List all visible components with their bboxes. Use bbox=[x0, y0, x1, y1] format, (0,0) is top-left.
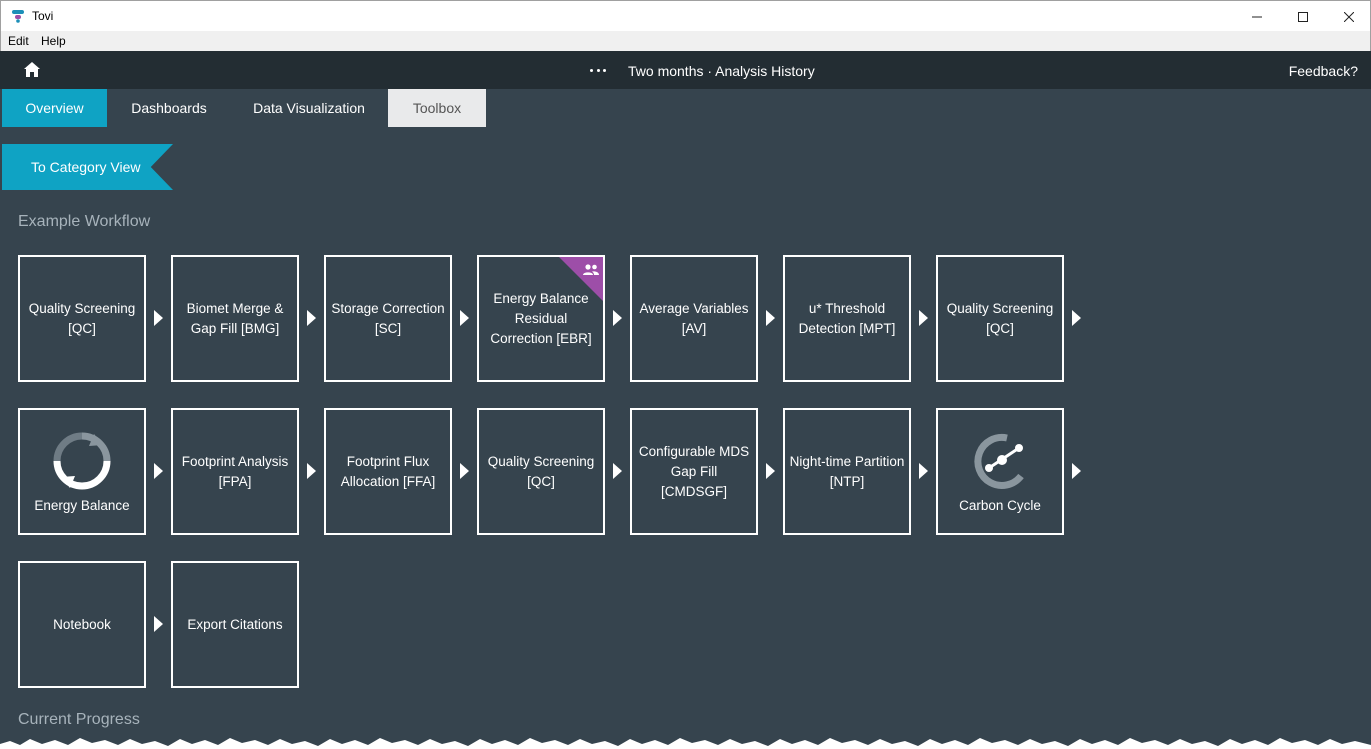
flow-arrow-icon bbox=[766, 310, 775, 326]
tile-label: Notebook bbox=[53, 616, 111, 632]
flow-arrow-icon bbox=[460, 463, 469, 479]
torn-edge bbox=[0, 738, 1371, 749]
workflow-tile-ustar-threshold[interactable]: u* Threshold Detection [MPT] bbox=[783, 255, 911, 382]
close-button[interactable] bbox=[1326, 1, 1371, 32]
workflow-tile-carbon-cycle[interactable]: Carbon Cycle bbox=[936, 408, 1064, 535]
tile-label: Quality Screening [QC] bbox=[28, 300, 136, 336]
feedback-link[interactable]: Feedback? bbox=[1288, 63, 1358, 79]
tile-label: Biomet Merge & Gap Fill [BMG] bbox=[186, 300, 284, 336]
workflow-tile-footprint-analysis[interactable]: Footprint Analysis [FPA] bbox=[171, 408, 299, 535]
workflow-tile-notebook[interactable]: Notebook bbox=[18, 561, 146, 688]
maximize-icon bbox=[1298, 11, 1308, 22]
tile-label: u* Threshold Detection [MPT] bbox=[798, 300, 896, 336]
workflow-tile-mds-gap-fill[interactable]: Configurable MDS Gap Fill [CMDSGF] bbox=[630, 408, 758, 535]
more-options-icon[interactable] bbox=[590, 61, 606, 79]
tile-label: Quality Screening [QC] bbox=[946, 300, 1054, 336]
workflow-tile-biomet-merge[interactable]: Biomet Merge & Gap Fill [BMG] bbox=[171, 255, 299, 382]
workflow-tile-quality-screening[interactable]: Quality Screening [QC] bbox=[936, 255, 1064, 382]
tile-label: Carbon Cycle bbox=[959, 498, 1041, 513]
energy-balance-icon bbox=[53, 432, 111, 490]
main-tabs: Overview Dashboards Data Visualization T… bbox=[0, 89, 1371, 127]
tile-label: Night-time Partition [NTP] bbox=[789, 453, 905, 489]
menu-item-edit[interactable]: Edit bbox=[8, 34, 29, 48]
workflow-tile-quality-screening[interactable]: Quality Screening [QC] bbox=[477, 408, 605, 535]
workflow-tile-quality-screening[interactable]: Quality Screening [QC] bbox=[18, 255, 146, 382]
menu-bar: Edit Help bbox=[0, 31, 1371, 51]
flow-arrow-icon bbox=[1072, 310, 1081, 326]
app-header: Two months · Analysis History Feedback? bbox=[0, 51, 1371, 89]
window-title: Tovi bbox=[32, 9, 54, 23]
tab-toolbox[interactable]: Toolbox bbox=[388, 89, 486, 127]
workflow-tile-night-time-partition[interactable]: Night-time Partition [NTP] bbox=[783, 408, 911, 535]
workflow-tile-storage-correction[interactable]: Storage Correction [SC] bbox=[324, 255, 452, 382]
minimize-icon bbox=[1252, 16, 1262, 17]
tile-label: Quality Screening [QC] bbox=[487, 453, 595, 489]
flow-arrow-icon bbox=[460, 310, 469, 326]
tab-overview[interactable]: Overview bbox=[2, 89, 107, 127]
flow-arrow-icon bbox=[613, 310, 622, 326]
workflow-tile-energy-balance-residual[interactable]: Energy Balance Residual Correction [EBR] bbox=[477, 255, 605, 382]
carbon-cycle-icon bbox=[974, 433, 1024, 489]
minimize-button[interactable] bbox=[1234, 1, 1280, 32]
window-titlebar: Tovi bbox=[0, 0, 1371, 31]
flow-arrow-icon bbox=[307, 463, 316, 479]
tile-label: Footprint Flux Allocation [FFA] bbox=[340, 453, 436, 489]
workflow-tile-footprint-flux-allocation[interactable]: Footprint Flux Allocation [FFA] bbox=[324, 408, 452, 535]
tile-label: Export Citations bbox=[187, 616, 283, 632]
flow-arrow-icon bbox=[154, 616, 163, 632]
tile-label: Average Variables [AV] bbox=[639, 300, 749, 336]
flow-arrow-icon bbox=[154, 463, 163, 479]
workflow-tile-export-citations[interactable]: Export Citations bbox=[171, 561, 299, 688]
tab-dashboards[interactable]: Dashboards bbox=[131, 100, 207, 116]
analysis-title: Two months · Analysis History bbox=[628, 63, 815, 79]
tile-label: Energy Balance Residual Correction [EBR] bbox=[490, 290, 592, 346]
tile-label: Energy Balance bbox=[34, 498, 130, 513]
tab-data-visualization[interactable]: Data Visualization bbox=[253, 100, 365, 116]
maximize-button[interactable] bbox=[1280, 1, 1326, 32]
flow-arrow-icon bbox=[307, 310, 316, 326]
close-icon bbox=[1344, 11, 1354, 22]
flow-arrow-icon bbox=[1072, 463, 1081, 479]
workflow-title: Example Workflow bbox=[18, 213, 151, 230]
progress-title: Current Progress bbox=[18, 711, 140, 728]
menu-item-help[interactable]: Help bbox=[41, 34, 66, 48]
tile-label: Storage Correction [SC] bbox=[331, 300, 445, 336]
tile-label: Footprint Analysis [FPA] bbox=[181, 453, 289, 489]
flow-arrow-icon bbox=[154, 310, 163, 326]
tovi-logo-icon bbox=[12, 10, 24, 23]
tile-label: Configurable MDS Gap Fill [CMDSGF] bbox=[638, 443, 750, 499]
flow-arrow-icon bbox=[613, 463, 622, 479]
flow-arrow-icon bbox=[919, 310, 928, 326]
workflow-tile-energy-balance[interactable]: Energy Balance bbox=[18, 408, 146, 535]
flow-arrow-icon bbox=[919, 463, 928, 479]
workflow-tile-average-variables[interactable]: Average Variables [AV] bbox=[630, 255, 758, 382]
home-icon[interactable] bbox=[23, 61, 41, 79]
flow-arrow-icon bbox=[766, 463, 775, 479]
group-icon bbox=[583, 264, 599, 275]
to-category-view-button[interactable]: To Category View bbox=[2, 144, 173, 190]
